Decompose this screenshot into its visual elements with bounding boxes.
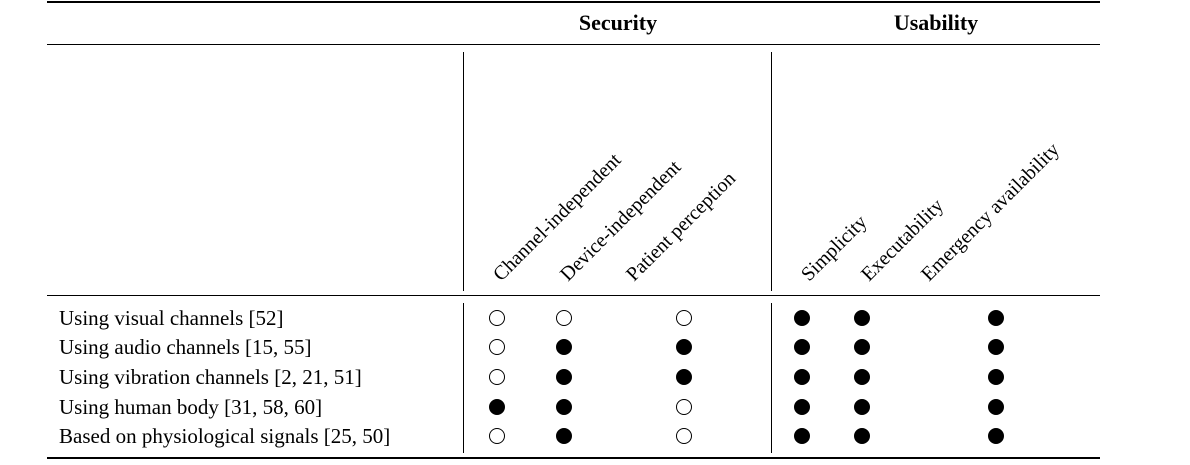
filled-circle-icon xyxy=(854,339,870,355)
filled-circle-icon xyxy=(988,399,1004,415)
empty-circle-icon xyxy=(556,310,572,326)
row-label: Using audio channels [15, 55] xyxy=(59,335,312,359)
empty-circle-icon xyxy=(676,428,692,444)
row-label: Using vibration channels [2, 21, 51] xyxy=(59,365,362,389)
security-divider-body xyxy=(463,303,464,453)
filled-circle-icon xyxy=(794,339,810,355)
column-header-simplicity: Simplicity xyxy=(797,211,872,286)
filled-circle-icon xyxy=(794,310,810,326)
usability-divider-header xyxy=(771,52,772,291)
empty-circle-icon xyxy=(676,399,692,415)
filled-circle-icon xyxy=(556,339,572,355)
filled-circle-icon xyxy=(489,399,505,415)
filled-circle-icon xyxy=(988,369,1004,385)
filled-circle-icon xyxy=(556,428,572,444)
row-label: Based on physiological signals [25, 50] xyxy=(59,424,391,448)
empty-circle-icon xyxy=(489,310,505,326)
column-header-channel-independent: Channel-independent xyxy=(489,149,626,286)
empty-circle-icon xyxy=(489,369,505,385)
table-header-rule xyxy=(47,44,1100,45)
column-header-device-independent: Device-independent xyxy=(556,156,686,286)
table-top-rule xyxy=(47,1,1100,3)
filled-circle-icon xyxy=(556,399,572,415)
filled-circle-icon xyxy=(676,369,692,385)
filled-circle-icon xyxy=(988,310,1004,326)
table-body-rule xyxy=(47,295,1100,296)
filled-circle-icon xyxy=(794,369,810,385)
filled-circle-icon xyxy=(854,428,870,444)
filled-circle-icon xyxy=(988,339,1004,355)
filled-circle-icon xyxy=(794,428,810,444)
empty-circle-icon xyxy=(676,310,692,326)
filled-circle-icon xyxy=(854,399,870,415)
filled-circle-icon xyxy=(556,369,572,385)
filled-circle-icon xyxy=(854,369,870,385)
row-label: Using human body [31, 58, 60] xyxy=(59,395,323,419)
table-bottom-rule xyxy=(47,457,1100,459)
usability-divider-body xyxy=(771,303,772,453)
row-label: Using visual channels [52] xyxy=(59,306,284,330)
filled-circle-icon xyxy=(854,310,870,326)
group-title-security: Security xyxy=(578,10,658,35)
filled-circle-icon xyxy=(676,339,692,355)
security-divider-header xyxy=(463,52,464,291)
group-title-usability: Usability xyxy=(893,10,979,35)
empty-circle-icon xyxy=(489,428,505,444)
filled-circle-icon xyxy=(794,399,810,415)
filled-circle-icon xyxy=(988,428,1004,444)
empty-circle-icon xyxy=(489,339,505,355)
